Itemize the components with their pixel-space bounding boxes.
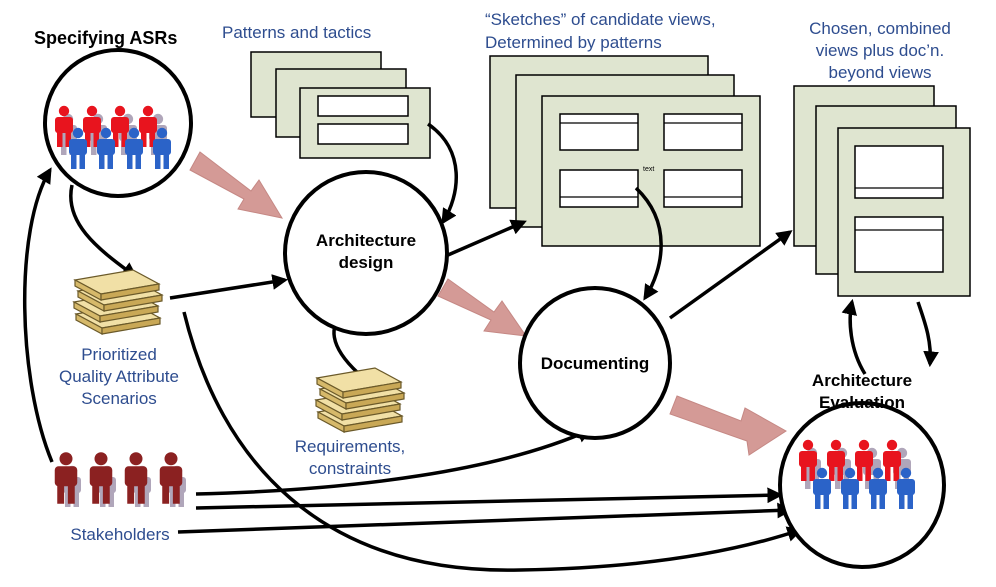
flow-arrows: [23, 122, 939, 572]
sketches-stack: text: [489, 55, 761, 247]
requirements-label-line2: constraints: [309, 459, 391, 478]
architecture-design-label-line2: design: [339, 253, 394, 272]
architecture-evaluation-label-line1: Architecture: [812, 371, 912, 390]
architecture-design-label-line1: Architecture: [316, 231, 416, 250]
pqas-label-line2: Quality Attribute: [59, 367, 179, 386]
pqas-books-icon: [73, 269, 163, 335]
patterns-tactics-label: Patterns and tactics: [222, 23, 371, 42]
stakeholders-label: Stakeholders: [70, 525, 169, 544]
patterns-tactics-stack: [250, 51, 431, 159]
sketches-label-line1: “Sketches” of candidate views,: [485, 10, 716, 29]
big-arrow-design-to-documenting: [437, 278, 528, 337]
chosen-label-line2: views plus doc’n.: [816, 41, 945, 60]
specifying-asrs-title: Specifying ASRs: [34, 28, 177, 48]
big-arrow-asrs-to-design: [189, 151, 284, 219]
requirements-label-line1: Requirements,: [295, 437, 406, 456]
sketches-label-line2: Determined by patterns: [485, 33, 662, 52]
big-arrow-documenting-to-evaluation: [669, 395, 787, 456]
stakeholders-people-icon: [54, 452, 186, 507]
architecture-design-circle: [283, 170, 449, 336]
chosen-label-line3: beyond views: [828, 63, 931, 82]
requirements-books-icon: [315, 367, 405, 433]
architecture-evaluation-circle: [778, 401, 946, 569]
documenting-circle: [518, 286, 672, 440]
chosen-label-line1: Chosen, combined: [809, 19, 951, 38]
pqas-label-line1: Prioritized: [81, 345, 157, 364]
documenting-label: Documenting: [541, 354, 650, 373]
chosen-views-stack: [793, 85, 971, 297]
architecture-evaluation-label-line2: Evaluation: [819, 393, 905, 412]
sketch-text-label: text: [643, 166, 654, 173]
pqas-label-line3: Scenarios: [81, 389, 157, 408]
